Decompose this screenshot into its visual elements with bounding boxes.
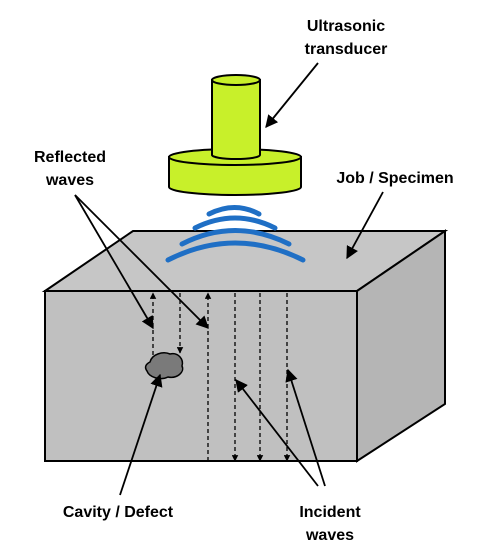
wave-arc: [179, 228, 292, 247]
reflected-pointer-arrow: [74, 194, 154, 330]
sound-wave-arcs: [165, 205, 306, 263]
specimen-label: Job / Specimen: [336, 170, 453, 187]
incident-label-line1: Incident: [299, 504, 361, 521]
cavity-label: Cavity / Defect: [63, 504, 174, 521]
specimen-block: [41, 229, 449, 463]
ultrasonic-transducer: [168, 74, 302, 196]
transducer-pointer-arrow: [265, 62, 319, 128]
reflected-label-line2: waves: [45, 172, 94, 189]
pointer-arrows: [74, 62, 384, 496]
reflected-pointer-arrow: [74, 194, 209, 329]
reflected-label-line1: Reflected: [34, 149, 106, 166]
wave-arc: [206, 205, 262, 217]
cavity-defect-shape: [144, 352, 184, 380]
cavity-pointer-arrow: [119, 373, 163, 496]
incident-label-line2: waves: [305, 527, 354, 544]
specimen-front-face: [44, 290, 358, 462]
transducer-label-line2: transducer: [305, 41, 388, 58]
wave-arc: [165, 240, 306, 263]
transducer-base: [168, 156, 302, 196]
transducer-handle-top: [211, 74, 261, 86]
specimen-pointer-arrow: [346, 191, 384, 260]
transducer-handle: [211, 79, 261, 160]
wave-arc: [192, 215, 278, 231]
incident-pointer-arrow: [285, 368, 326, 487]
incident-pointer-arrow: [235, 379, 319, 487]
transducer-label-line1: Ultrasonic: [307, 18, 385, 35]
